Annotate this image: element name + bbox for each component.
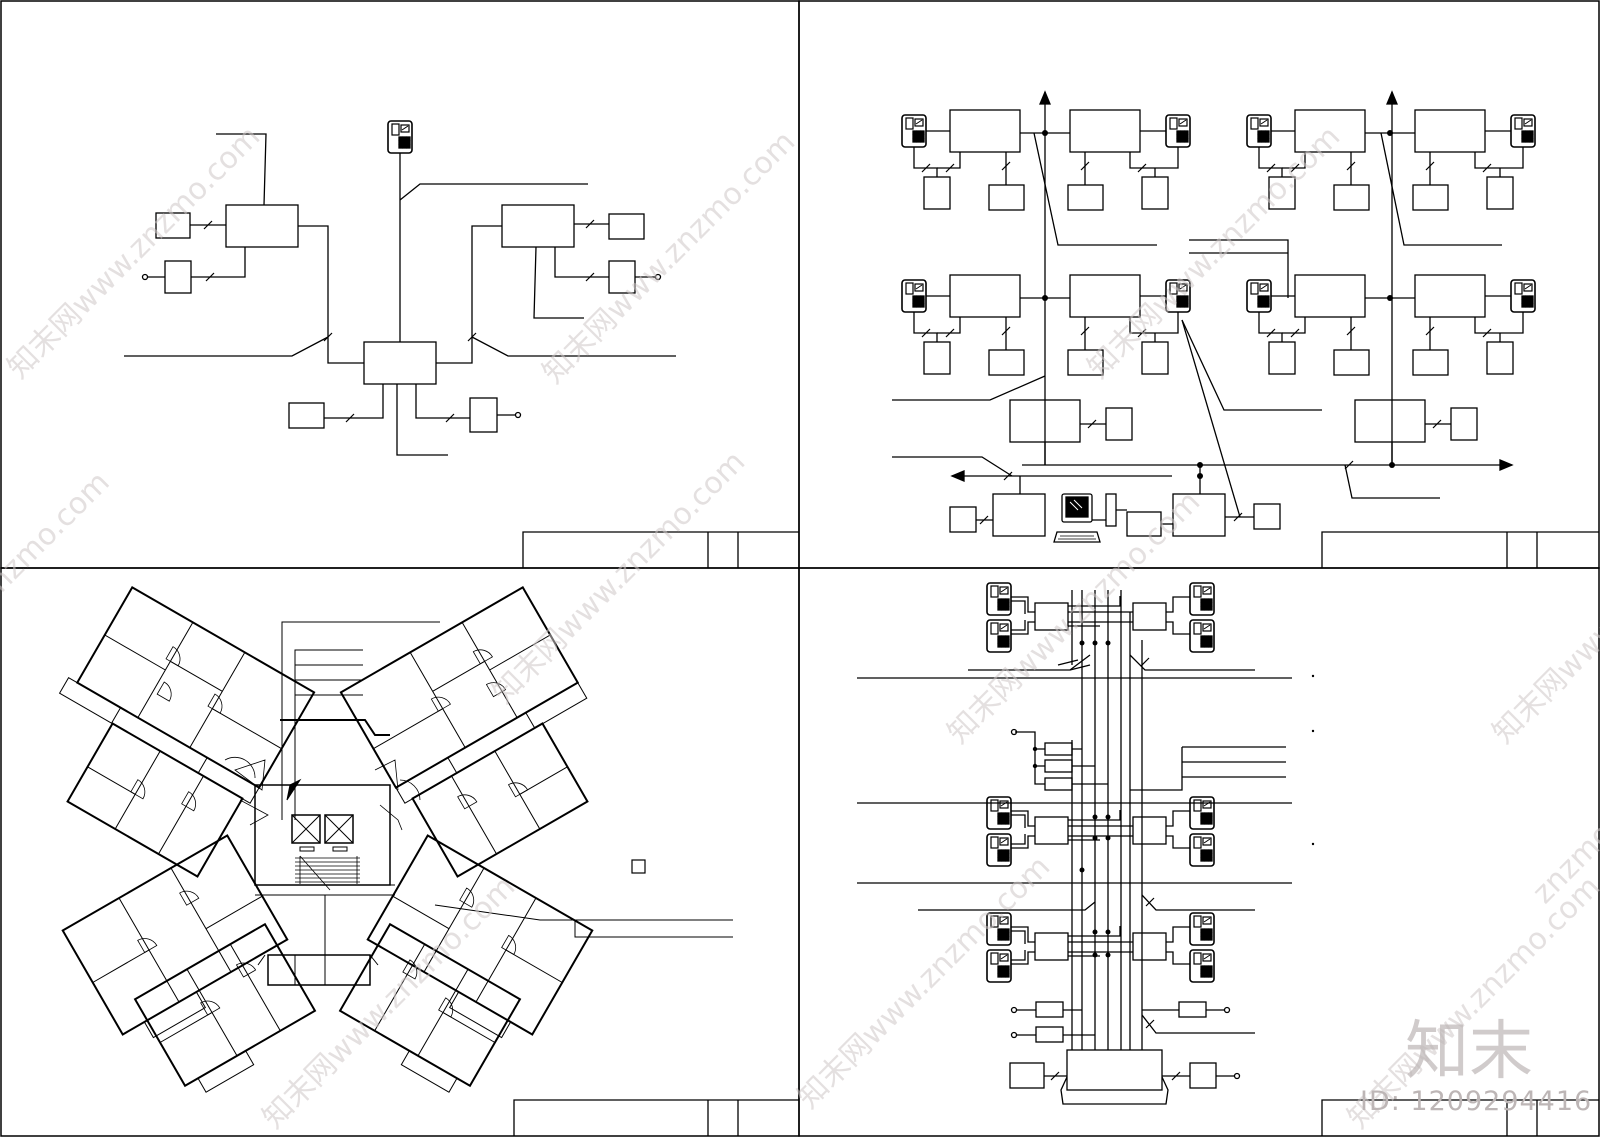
watermark-text-6: 知末网www.znzmo.com (1486, 484, 1600, 750)
watermark-text-2: 知末网www.znzmo.com (536, 124, 802, 390)
watermark-text-10: znzmo.com (0, 465, 117, 611)
watermark-id: ID: 1209294416 (1360, 1086, 1593, 1117)
watermark-text-8: 知末网www.znzmo.com (791, 849, 1057, 1115)
watermark-layer: 知末网www.znzmo.com 知末网www.znzmo.com 知末网www… (0, 119, 1600, 1135)
title-blocks (513, 531, 1599, 1136)
watermark-text-5: 知末网www.znzmo.com (941, 484, 1207, 750)
riser-telephone-diagram (857, 582, 1315, 1105)
residential-floor-plan (58, 586, 733, 1093)
watermark-text-3: 知末网www.znzmo.com (1081, 119, 1347, 385)
network-wiring-diagram (892, 90, 1535, 543)
watermark-text-7: 知末网www.znzmo.com (256, 869, 522, 1135)
watermark-logo: 知末 (1405, 1015, 1533, 1089)
watermark-text-4: 知末网www.znzmo.com (486, 444, 752, 710)
watermark-text-1: 知末网www.znzmo.com (1, 119, 267, 385)
star-topology-diagram (124, 120, 676, 456)
